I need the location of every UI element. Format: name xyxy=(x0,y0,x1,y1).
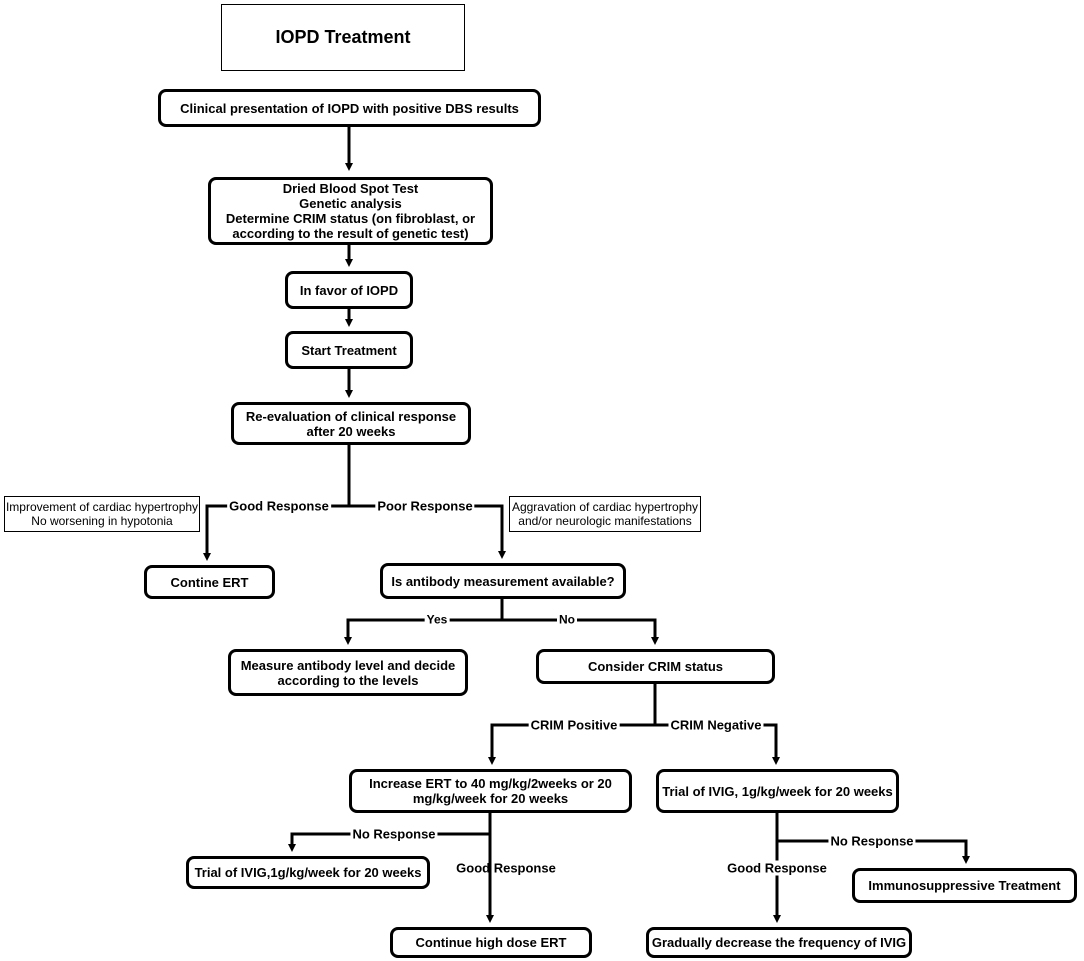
edge-yes-branch xyxy=(344,618,502,645)
edge-good-branch xyxy=(203,504,349,561)
label-no-response-right: No Response xyxy=(828,833,916,849)
note-poor-response-criteria: Aggravation of cardiac hypertrophy and/o… xyxy=(509,496,701,532)
label-good-response-right: Good Response xyxy=(725,860,829,876)
node-trial-ivig-crim-negative: Trial of IVIG, 1g/kg/week for 20 weeks xyxy=(656,769,899,813)
node-in-favor-of-iopd: In favor of IOPD xyxy=(285,271,413,309)
node-increase-ert: Increase ERT to 40 mg/kg/2weeks or 20 mg… xyxy=(349,769,632,813)
note-good-response-criteria: Improvement of cardiac hypertrophy No wo… xyxy=(4,496,200,532)
label-good-response: Good Response xyxy=(227,498,331,514)
node-re-evaluation: Re-evaluation of clinical response after… xyxy=(231,402,471,445)
node-antibody-question: Is antibody measurement available? xyxy=(380,563,626,599)
node-immunosuppressive: Immunosuppressive Treatment xyxy=(852,868,1077,903)
node-clinical-presentation: Clinical presentation of IOPD with posit… xyxy=(158,89,541,127)
label-crim-positive: CRIM Positive xyxy=(528,717,620,733)
label-no-response-left: No Response xyxy=(350,826,438,842)
label-yes: Yes xyxy=(424,612,450,628)
page-title: IOPD Treatment xyxy=(221,4,465,71)
node-start-treatment: Start Treatment xyxy=(285,331,413,369)
node-continue-high-dose-ert: Continue high dose ERT xyxy=(390,927,592,958)
label-good-response-left: Good Response xyxy=(456,860,556,876)
node-diagnostic-tests: Dried Blood Spot Test Genetic analysis D… xyxy=(208,177,493,245)
node-trial-ivig-no-response: Trial of IVIG,1g/kg/week for 20 weeks xyxy=(186,856,430,889)
edge-no-branch xyxy=(502,618,659,645)
label-crim-negative: CRIM Negative xyxy=(668,717,764,733)
label-no: No xyxy=(557,612,577,628)
node-consider-crim: Consider CRIM status xyxy=(536,649,775,684)
node-continue-ert: Contine ERT xyxy=(144,565,275,599)
node-decrease-ivig: Gradually decrease the frequency of IVIG xyxy=(646,927,912,958)
node-measure-antibody: Measure antibody level and decide accord… xyxy=(228,649,468,696)
label-poor-response: Poor Response xyxy=(375,498,475,514)
